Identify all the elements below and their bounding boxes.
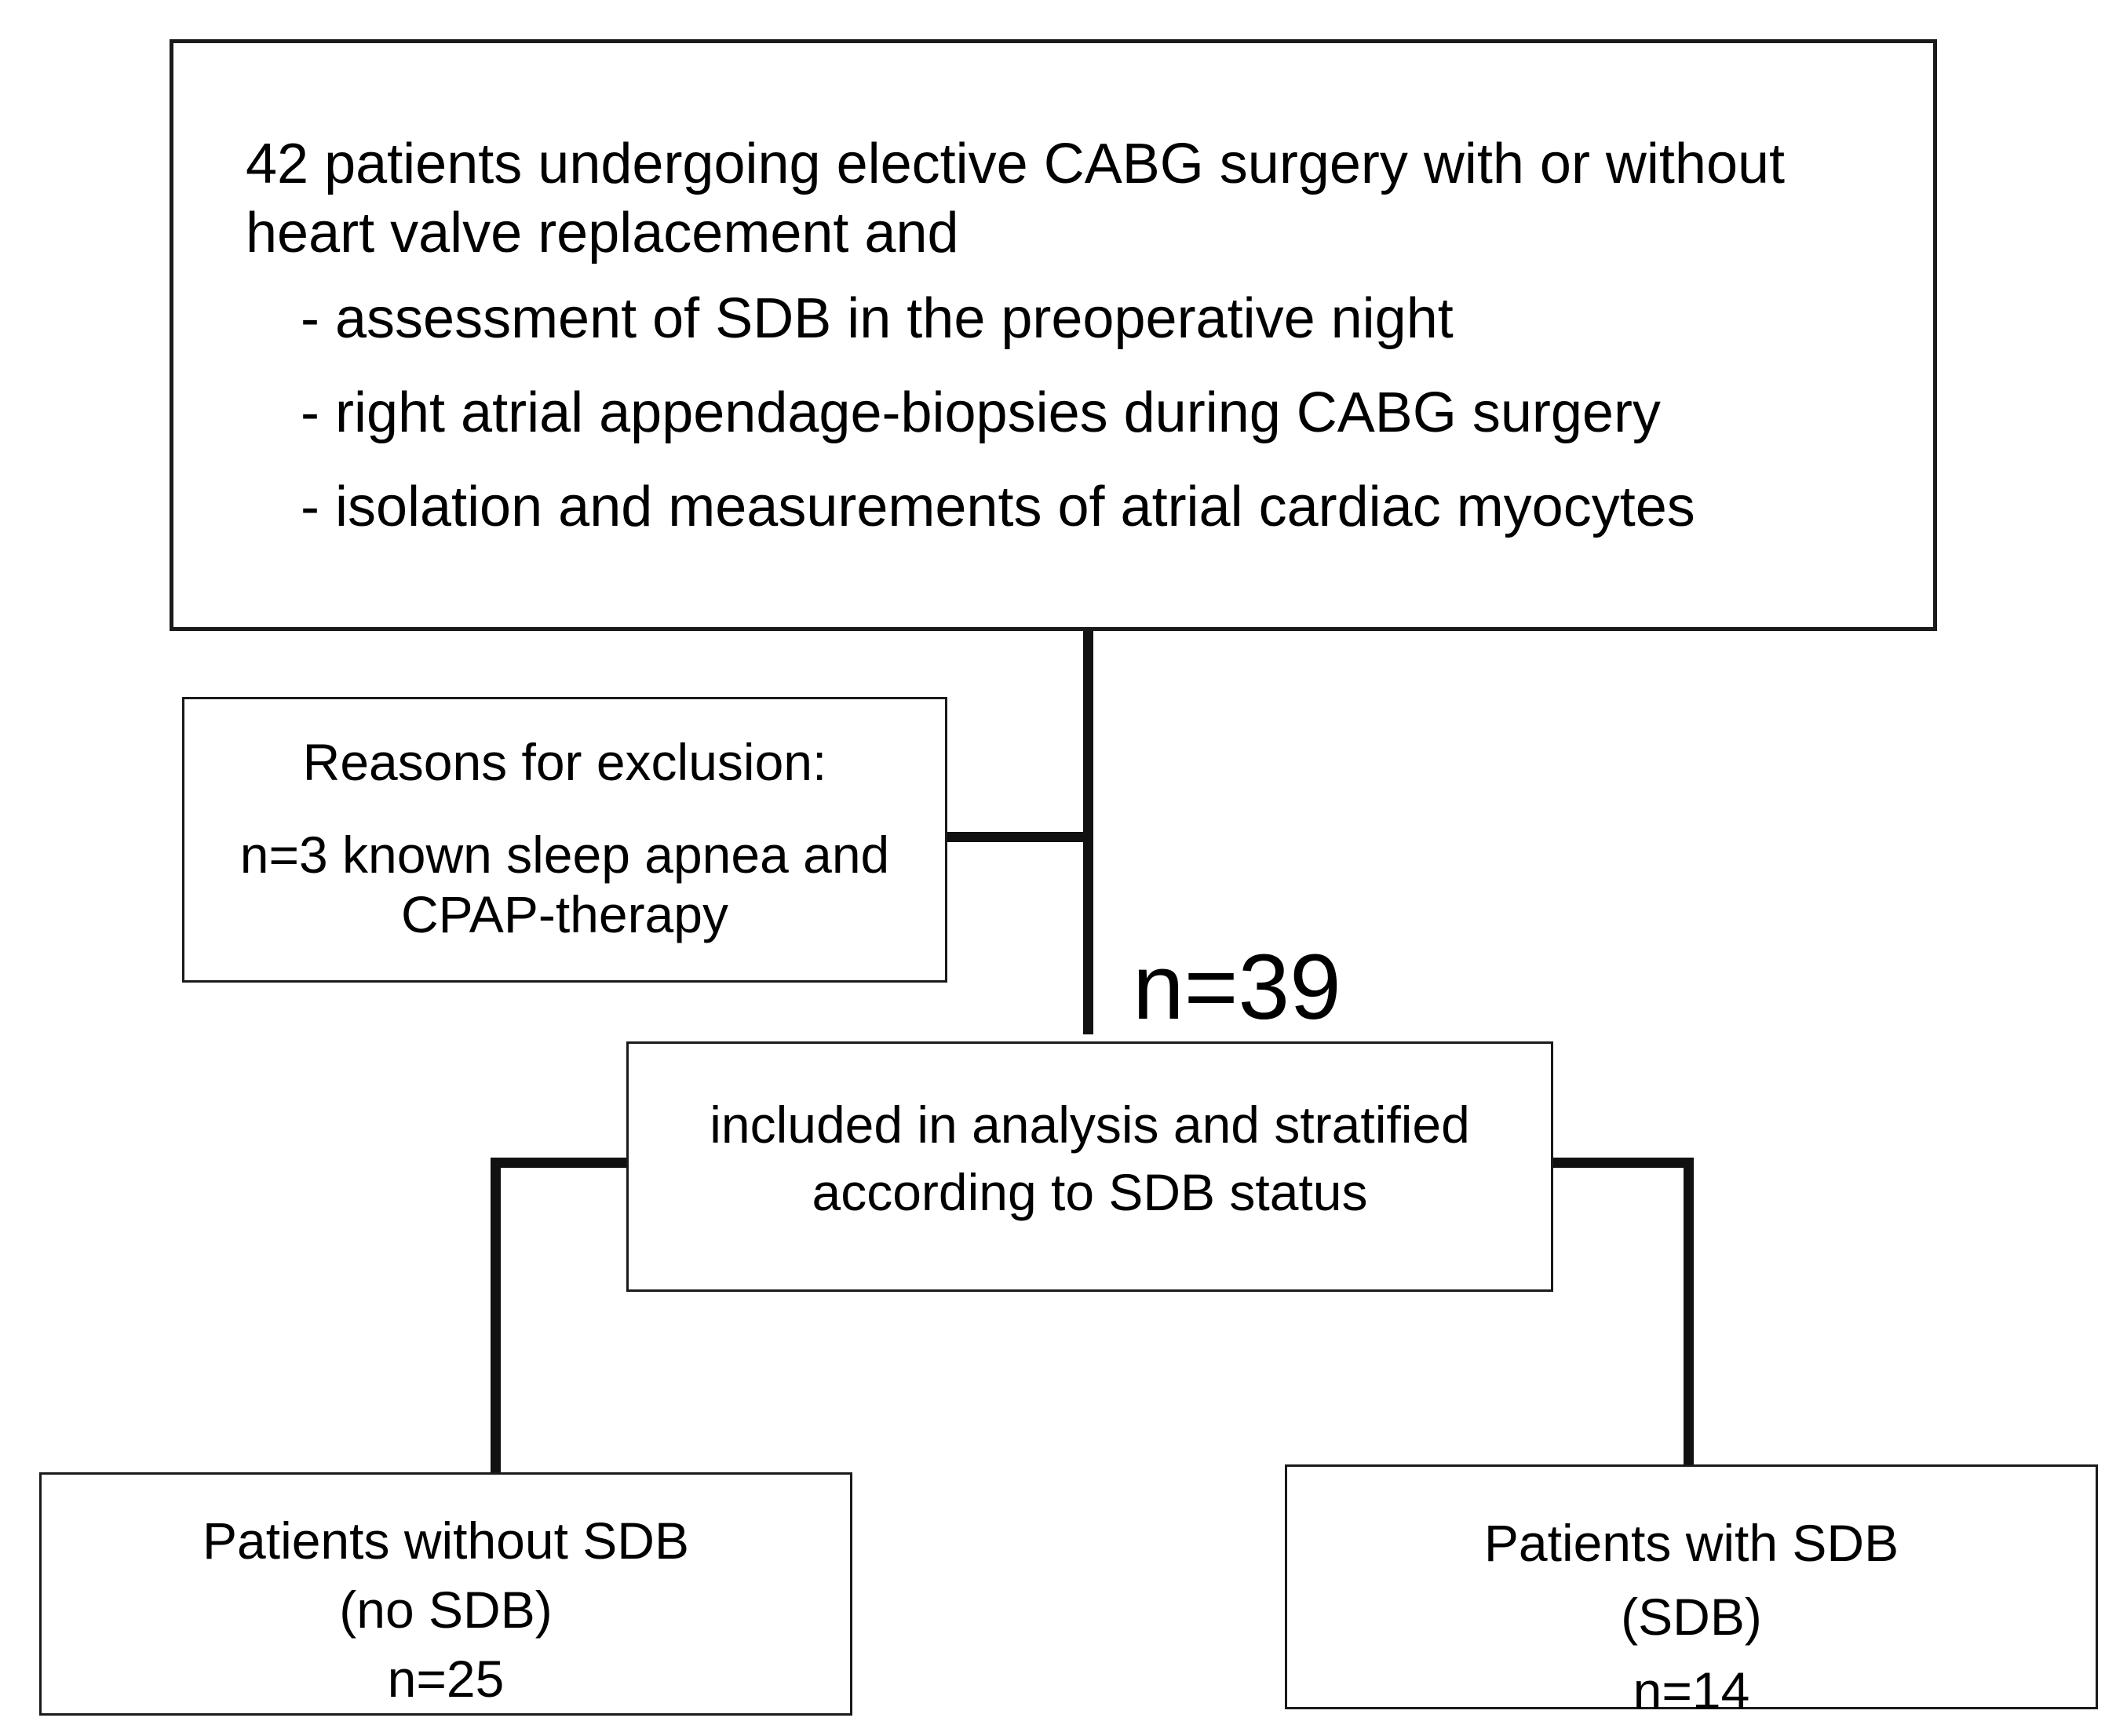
exclusion-title: Reasons for exclusion: — [302, 733, 827, 791]
group-no-sdb-text: Patients without SDB (no SDB) n=25 — [42, 1506, 850, 1713]
exclusion-reason: n=3 known sleep apnea and CPAP-therapy — [239, 826, 890, 943]
group-count: n=25 — [387, 1650, 505, 1708]
group-no-sdb-box: Patients without SDB (no SDB) n=25 — [39, 1472, 852, 1716]
group-label: Patients without SDB — [202, 1512, 689, 1570]
connector-right-horizontal — [1552, 1158, 1694, 1168]
connector-right-vertical — [1684, 1158, 1694, 1466]
exclusion-box: Reasons for exclusion: n=3 known sleep a… — [182, 697, 947, 983]
included-analysis-box: included in analysis and stratified acco… — [626, 1041, 1553, 1292]
group-count: n=14 — [1633, 1661, 1750, 1720]
enrollment-intro-text: 42 patients undergoing elective CABG sur… — [246, 133, 1786, 264]
connector-left-horizontal — [491, 1158, 628, 1168]
group-abbrev: (SDB) — [1621, 1588, 1762, 1646]
group-sdb-box: Patients with SDB (SDB) n=14 — [1285, 1464, 2098, 1720]
connector-exclusion-horizontal — [947, 832, 1089, 842]
enrollment-box: 42 patients undergoing elective CABG sur… — [170, 39, 1937, 631]
enrollment-bullet: - isolation and measurements of atrial c… — [301, 476, 1695, 538]
group-label: Patients with SDB — [1483, 1514, 1899, 1572]
group-abbrev: (no SDB) — [339, 1581, 553, 1639]
included-analysis-text: included in analysis and stratified acco… — [710, 1096, 1470, 1221]
connector-left-vertical — [491, 1158, 501, 1474]
included-count-label: n=39 — [1133, 935, 1341, 1039]
group-sdb-text: Patients with SDB (SDB) n=14 — [1287, 1506, 2096, 1727]
enrollment-bullet: - right atrial appendage-biopsies during… — [301, 381, 1661, 444]
enrollment-bullet: - assessment of SDB in the preoperative … — [301, 287, 1454, 350]
